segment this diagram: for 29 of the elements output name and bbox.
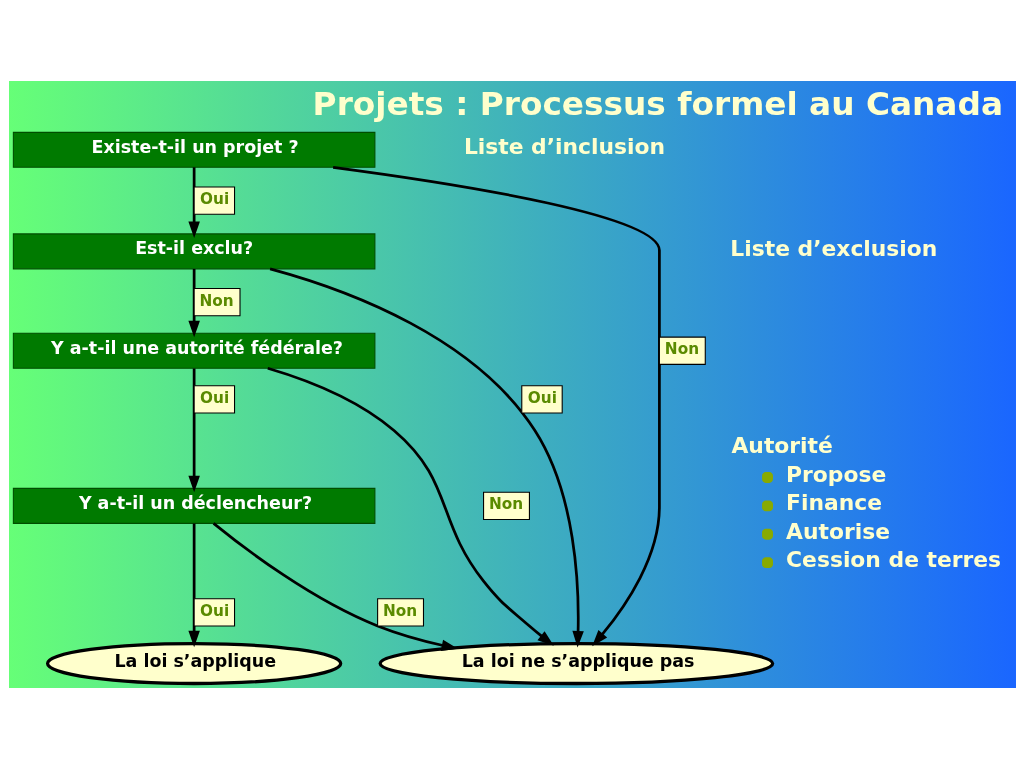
arrow: [269, 267, 584, 647]
edge-label: Oui: [527, 388, 557, 407]
node-box: Existe-t-il un projet ?: [12, 131, 375, 168]
edge-label: Non: [199, 291, 234, 310]
node-ellipse: La loi s’applique: [45, 641, 342, 685]
node-box: Y a-t-il une autorité fédérale?: [12, 332, 375, 369]
node-box: Y a-t-il un déclencheur?: [12, 487, 375, 524]
arrow: [187, 268, 200, 337]
edge-label: Oui: [199, 601, 229, 620]
arrow: [187, 368, 200, 492]
arrow: [187, 523, 200, 647]
label: Liste d’exclusion: [729, 235, 937, 261]
node-box: Est-il exclu?: [12, 232, 375, 269]
label: Finance: [785, 489, 882, 515]
label: Cession de terres: [785, 546, 1001, 572]
edge-label: Non: [488, 494, 523, 513]
edge-label: Oui: [199, 388, 229, 407]
label: Liste d’inclusion: [463, 133, 665, 159]
arrow: [266, 366, 554, 646]
arrow: [187, 166, 200, 238]
label: Propose: [785, 461, 886, 487]
edge-label: Non: [382, 601, 417, 620]
label: Autorité: [730, 432, 833, 458]
arrow: [332, 165, 661, 646]
arrow: [212, 521, 458, 651]
label: Autorise: [785, 518, 890, 544]
diagram-title: Projets : Processus formel au Canada: [312, 84, 1003, 123]
edge-label: Oui: [199, 189, 229, 208]
edge-label: Non: [664, 339, 699, 358]
